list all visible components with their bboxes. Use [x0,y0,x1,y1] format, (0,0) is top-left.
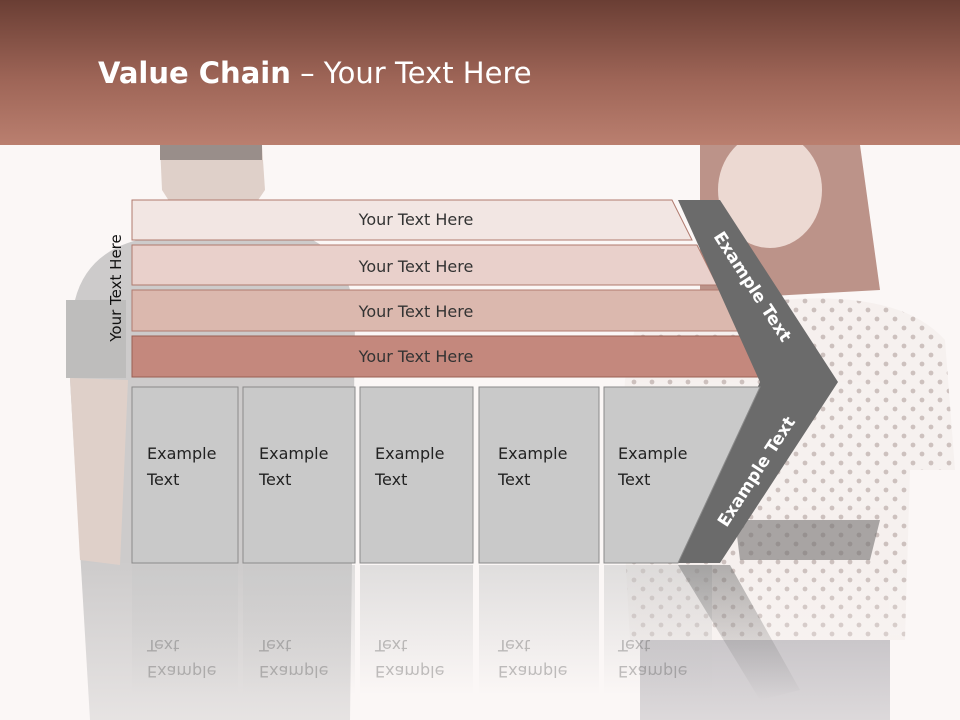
activity-box-2: Example Text [242,386,356,564]
box-line1: Example [498,444,567,463]
box-line2: Text [617,470,650,489]
title-bar: Value Chain – Your Text Here [0,0,960,145]
band-4: Your Text Here [131,335,765,378]
slide-title-bold: Value Chain [98,56,291,90]
slide-title: Value Chain – Your Text Here [98,56,532,90]
activity-box-5: Example Text [603,386,761,564]
band-label: Your Text Here [358,302,474,321]
reflection-text: Example [147,662,216,681]
box-line1: Example [147,444,216,463]
box-line1: Example [375,444,444,463]
box-line1: Example [618,444,687,463]
box-line2: Text [146,470,179,489]
band-label: Your Text Here [358,347,474,366]
slide-title-rest: – Your Text Here [290,56,532,90]
reflection-text: Example [498,662,567,681]
box-line2: Text [258,470,291,489]
reflection-text: Example [259,662,328,681]
reflection-text: Text [374,636,407,655]
reflection-text: Text [258,636,291,655]
reflection-text: Text [146,636,179,655]
reflection: Example Text Example Text Example Text E… [132,565,800,700]
reflection-text: Example [375,662,444,681]
activity-box-4: Example Text [478,386,600,564]
band-label: Your Text Here [358,257,474,276]
activity-box-3: Example Text [359,386,474,564]
reflection-text: Text [497,636,530,655]
reflection-text: Text [617,636,650,655]
box-line1: Example [259,444,328,463]
band-1: Your Text Here [131,199,693,241]
band-3: Your Text Here [131,289,741,332]
band-label: Your Text Here [358,210,474,229]
box-line2: Text [374,470,407,489]
band-2: Your Text Here [131,244,718,286]
reflection-text: Example [618,662,687,681]
activity-box-1: Example Text [131,386,239,564]
box-line2: Text [497,470,530,489]
